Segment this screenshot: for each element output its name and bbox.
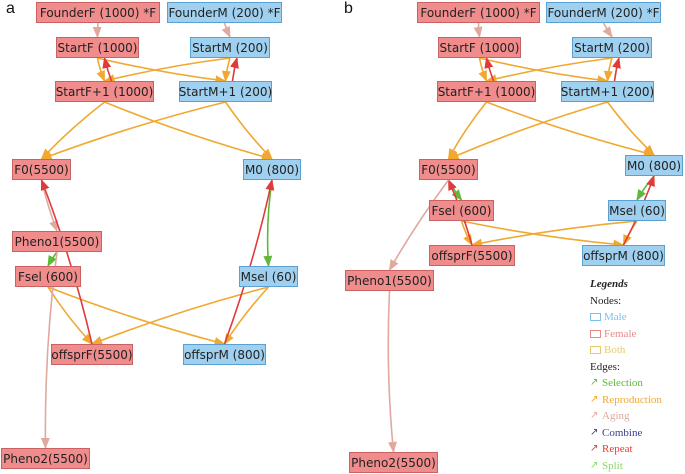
node-founder-m[interactable]: FounderM (200) *F (167, 2, 282, 23)
node-founder-f[interactable]: FounderF (1000) *F (417, 2, 540, 23)
edge-reproduction-a_startM1-to-a_f0 (40, 101, 226, 160)
edge-reproduction-a_startF-to-a_startF1 (96, 57, 106, 83)
node-pheno1[interactable]: Pheno1(5500) (12, 231, 102, 252)
node-f0[interactable]: F0(5500) (419, 159, 478, 180)
node-founder-m[interactable]: FounderM (200) *F (546, 2, 661, 23)
edges-layer (40, 22, 656, 454)
legend-edge-reproduction: ↗ Reproduction (590, 392, 662, 409)
legend-edge-label: Selection (602, 377, 643, 389)
node-pheno2[interactable]: Pheno2(5500) (349, 452, 438, 473)
legend-edge-label: Repeat (602, 443, 633, 455)
edge-reproduction-a_startF1-to-a_f0 (40, 101, 105, 160)
legend-edge-aging: ↗ Aging (590, 408, 662, 425)
node-start-m-plus-1[interactable]: StartM+1 (200) (179, 81, 272, 102)
legend-edge-combine: ↗ Combine (590, 425, 662, 442)
edge-reproduction-a_startM1-to-a_m0 (224, 101, 273, 160)
node-f0[interactable]: F0(5500) (12, 159, 71, 180)
legend-edge-label: Reproduction (602, 393, 662, 406)
node-start-m[interactable]: StartM (200) (190, 37, 270, 58)
legend-title: Legends (590, 278, 628, 290)
edge-repeat-a_offM-to-a_m0 (223, 178, 275, 345)
edge-aging-b_pheno1-to-b_pheno2 (387, 290, 397, 454)
panel-label-b: b (344, 0, 353, 17)
legend-edge-selection: ↗ Selection (590, 375, 662, 392)
legend-node-both: Both (590, 342, 662, 359)
edge-aging-b_founderM-to-b_startM (602, 22, 613, 38)
node-offspr-f[interactable]: offsprF(5500) (429, 245, 515, 266)
legend-node-male: Male (590, 309, 662, 326)
edge-repeat-a_offF-to-a_f0 (40, 178, 93, 345)
node-start-f-plus-1[interactable]: StartF+1 (1000) (55, 81, 154, 102)
edge-reproduction-b_startM-to-b_startF1 (485, 57, 613, 83)
legend-nodes-heading: Nodes: (590, 294, 622, 307)
edge-repeat-a_startF1-to-a_startF (102, 56, 113, 82)
node-msel[interactable]: Msel (60) (608, 200, 666, 221)
node-offspr-f[interactable]: offsprF(5500) (51, 344, 133, 365)
edge-reproduction-b_startF1-to-b_m0 (486, 101, 656, 157)
edge-reproduction-a_msel-to-a_offM (223, 286, 270, 345)
node-m0[interactable]: M0 (800) (243, 159, 301, 180)
aging-arrow-icon: ↗ (590, 410, 599, 421)
legend-node-label: Male (604, 311, 627, 323)
edge-reproduction-a_startF1-to-a_m0 (104, 101, 274, 161)
edge-reproduction-b_startM1-to-b_f0 (447, 101, 608, 160)
node-msel[interactable]: Msel (60) (239, 266, 298, 287)
node-fsel[interactable]: Fsel (600) (429, 200, 494, 221)
selection-arrow-icon: ↗ (590, 377, 599, 388)
edge-reproduction-b_startF-to-b_startF1 (478, 57, 488, 83)
legend-edge-label: Aging (602, 410, 630, 422)
node-offspr-m[interactable]: offsprM (800) (582, 245, 665, 266)
node-start-m[interactable]: StartM (200) (572, 37, 652, 58)
edge-aging-b_f0-to-b_pheno1 (388, 179, 450, 271)
female-swatch-icon (590, 329, 601, 338)
reproduction-arrow-icon: ↗ (590, 393, 599, 405)
edge-reproduction-b_msel-to-b_offF (470, 220, 638, 248)
combine-arrow-icon: ↗ (590, 426, 599, 438)
node-pheno1[interactable]: Pheno1(5500) (345, 270, 434, 291)
edge-reproduction-a_startF-to-a_startM1 (97, 57, 227, 85)
edge-repeat-b_startM1-to-b_startM (612, 56, 621, 82)
edge-reproduction-b_startF-to-b_startM1 (479, 57, 609, 85)
both-swatch-icon (590, 346, 601, 355)
edge-reproduction-a_fsel-to-a_offM (47, 286, 226, 346)
male-swatch-icon (590, 313, 601, 322)
node-start-f-plus-1[interactable]: StartF+1 (1000) (437, 81, 536, 102)
node-start-m-plus-1[interactable]: StartM+1 (200) (561, 81, 654, 102)
legend-node-female: Female (590, 326, 662, 343)
node-start-f[interactable]: StartF (1000) (438, 37, 521, 58)
edge-reproduction-a_msel-to-a_offF (90, 286, 269, 345)
legend-edges-heading: Edges: (590, 360, 620, 373)
edge-aging-b_founderF-to-b_startF (473, 22, 483, 39)
split-arrow-icon: ↗ (590, 459, 599, 471)
edge-reproduction-b_startM1-to-b_m0 (606, 101, 655, 156)
edge-repeat-a_startM1-to-a_startM (230, 56, 239, 82)
edge-reproduction-a_startM-to-a_startM1 (221, 57, 231, 83)
node-fsel[interactable]: Fsel (600) (15, 266, 81, 287)
edge-repeat-b_startF1-to-b_startF (484, 56, 495, 82)
legend-node-label: Female (604, 327, 637, 340)
edge-aging-a_founderM-to-a_startM (221, 22, 231, 39)
legend-edge-label: Combine (602, 426, 643, 439)
node-pheno2[interactable]: Pheno2(5500) (1, 448, 90, 469)
node-start-f[interactable]: StartF (1000) (56, 37, 139, 58)
legend-edge-label: Split (602, 459, 623, 472)
node-m0[interactable]: M0 (800) (625, 155, 683, 176)
repeat-arrow-icon: ↗ (590, 443, 599, 454)
edge-aging-a_founderF-to-a_startF (92, 22, 102, 39)
legend-edge-split: ↗ Split (590, 458, 662, 474)
edge-reproduction-b_fsel-to-b_offM (461, 220, 625, 249)
edge-reproduction-a_startM-to-a_startF1 (103, 57, 231, 83)
legend-node-label: Both (604, 344, 626, 356)
legend: Legends Nodes: Male Female Both Edges: ↗… (590, 276, 662, 474)
panel-label-a: a (6, 0, 15, 17)
node-founder-f[interactable]: FounderF (1000) *F (36, 2, 160, 23)
edge-reproduction-b_startM-to-b_startM1 (603, 57, 613, 83)
node-offspr-m[interactable]: offsprM (800) (183, 344, 266, 365)
legend-edge-repeat: ↗ Repeat (590, 441, 662, 458)
